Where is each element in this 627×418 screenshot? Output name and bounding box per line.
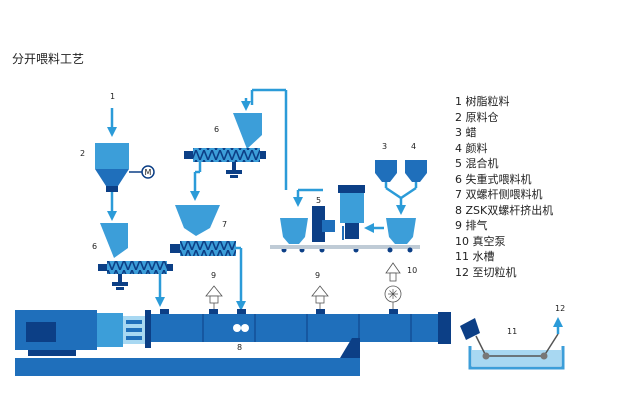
legend-item: 9 排气 <box>455 219 488 232</box>
legend-item: 8 ZSK双螺杆挤出机 <box>455 203 554 217</box>
motor-label: M <box>145 168 152 177</box>
callout-6-lower: 6 <box>92 242 97 251</box>
callout-12: 12 <box>555 304 565 313</box>
callout-11: 11 <box>507 327 517 336</box>
legend: 1 树脂粒料 2 原料仓 3 蜡 4 颜料 5 混合机 6 失重式喂料机 7 双… <box>455 94 553 280</box>
callout-3: 3 <box>382 142 387 151</box>
callout-7: 7 <box>222 220 227 229</box>
callout-1: 1 <box>110 92 115 101</box>
mixer-platform <box>270 245 420 249</box>
legend-item: 12 至切粒机 <box>455 265 517 279</box>
merge-pipe <box>385 186 417 200</box>
legend-item: 5 混合机 <box>455 157 499 170</box>
callout-9-second: 9 <box>315 271 320 280</box>
legend-item: 11 水槽 <box>455 250 495 263</box>
callout-4: 4 <box>411 142 416 151</box>
legend-item: 3 蜡 <box>455 126 477 139</box>
callout-8: 8 <box>237 343 242 352</box>
vent-icon-1 <box>205 285 223 310</box>
legend-item: 7 双螺杆侧喂料机 <box>455 188 543 201</box>
motor-icon <box>141 165 155 179</box>
gravimetric-feeder-upper <box>184 88 288 201</box>
diagram-title: 分开喂料工艺 <box>12 52 85 66</box>
silo-2: M <box>95 143 155 192</box>
pigment-hopper-4 <box>405 160 427 188</box>
water-trough <box>468 333 565 370</box>
legend-item: 6 失重式喂料机 <box>455 172 532 186</box>
gravimetric-feeder-lower <box>98 223 173 290</box>
vent-icon-2 <box>311 285 329 310</box>
legend-item: 2 原料仓 <box>455 110 499 124</box>
callout-2: 2 <box>80 149 85 158</box>
callout-6-upper: 6 <box>214 125 219 134</box>
mixer-5 <box>280 185 365 253</box>
side-feeder-7 <box>170 205 246 311</box>
legend-item: 1 树脂粒料 <box>455 95 510 108</box>
legend-item: 4 颜料 <box>455 141 488 155</box>
additive-feeder <box>386 218 416 253</box>
vacuum-pump-icon <box>384 262 402 310</box>
extruder-zsk <box>15 309 480 376</box>
callout-5: 5 <box>316 196 321 205</box>
legend-item: 10 真空泵 <box>455 234 506 248</box>
wax-hopper-3 <box>375 160 397 188</box>
callout-9-first: 9 <box>211 271 216 280</box>
callout-10: 10 <box>407 266 417 275</box>
